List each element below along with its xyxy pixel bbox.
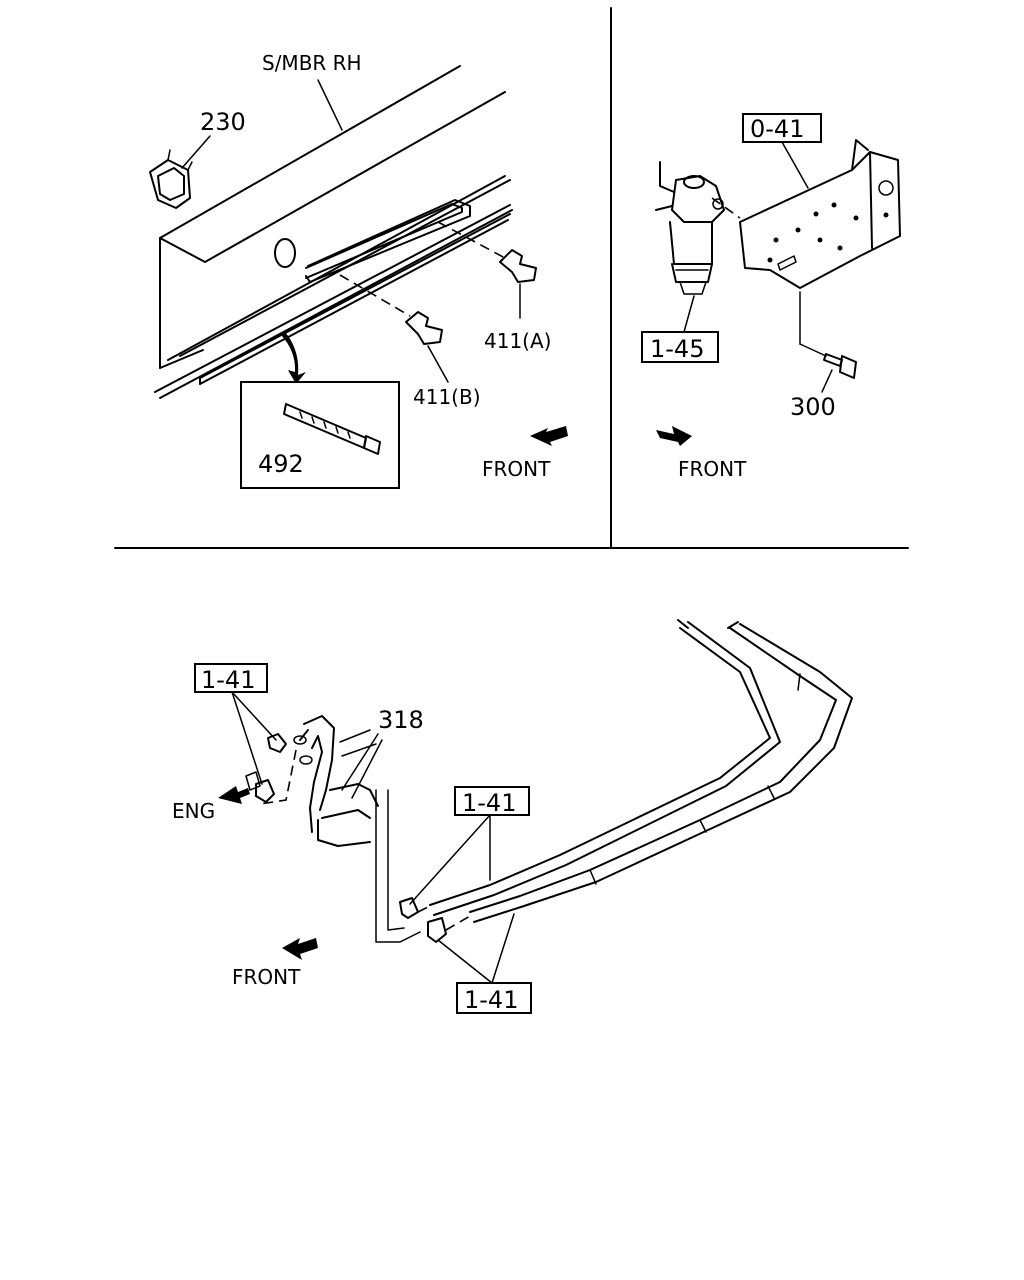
clamp-pipe-upper [399, 897, 419, 919]
clamp-eng-upper [267, 733, 287, 753]
callout-box-1-41-a [194, 663, 268, 693]
callout-box-0-41 [742, 113, 822, 143]
side-member-frame [154, 65, 513, 399]
callout-318: 318 [378, 706, 424, 734]
callout-492: 492 [258, 450, 304, 478]
front-arrow-icon [282, 938, 318, 960]
eng-arrow-icon [218, 786, 250, 804]
front-arrow-icon [656, 426, 692, 446]
clip-411a [499, 249, 537, 283]
callout-1-41-c: 1-41 [464, 986, 518, 1014]
hose-318 [293, 715, 379, 847]
callout-300: 300 [790, 393, 836, 421]
front-label-top-right: FRONT [678, 457, 747, 481]
clip-411b [405, 311, 443, 345]
front-arrow-icon [530, 426, 568, 446]
callout-box-1-45 [641, 331, 719, 363]
callout-1-41-a: 1-41 [201, 666, 255, 694]
frame-label: S/MBR RH [262, 51, 362, 75]
callout-0-41: 0-41 [750, 115, 804, 143]
inset-box [240, 381, 400, 489]
line-route [375, 789, 421, 943]
fuel-pipe-long [429, 619, 853, 923]
callout-230: 230 [200, 108, 246, 136]
callout-411b: 411(B) [413, 385, 481, 409]
inset-pointer [282, 332, 306, 384]
bracket-0-41 [739, 139, 901, 289]
callout-1-41-b: 1-41 [462, 789, 516, 817]
front-label-bottom: FRONT [232, 965, 301, 989]
fuel-filter-1-45 [655, 161, 725, 295]
callout-1-45: 1-45 [650, 335, 704, 363]
bolt-300 [823, 353, 857, 379]
leader-230 [181, 135, 211, 169]
callout-box-1-41-c [456, 982, 532, 1014]
clip-230 [149, 149, 193, 209]
eng-label: ENG [172, 799, 215, 823]
clamp-eng-lower [255, 779, 275, 803]
clamp-pipe-lower [427, 917, 447, 943]
callout-box-1-41-b [454, 786, 530, 816]
cable-tie-492 [283, 403, 381, 455]
callout-411a: 411(A) [484, 329, 551, 353]
front-label-top-left: FRONT [482, 457, 551, 481]
